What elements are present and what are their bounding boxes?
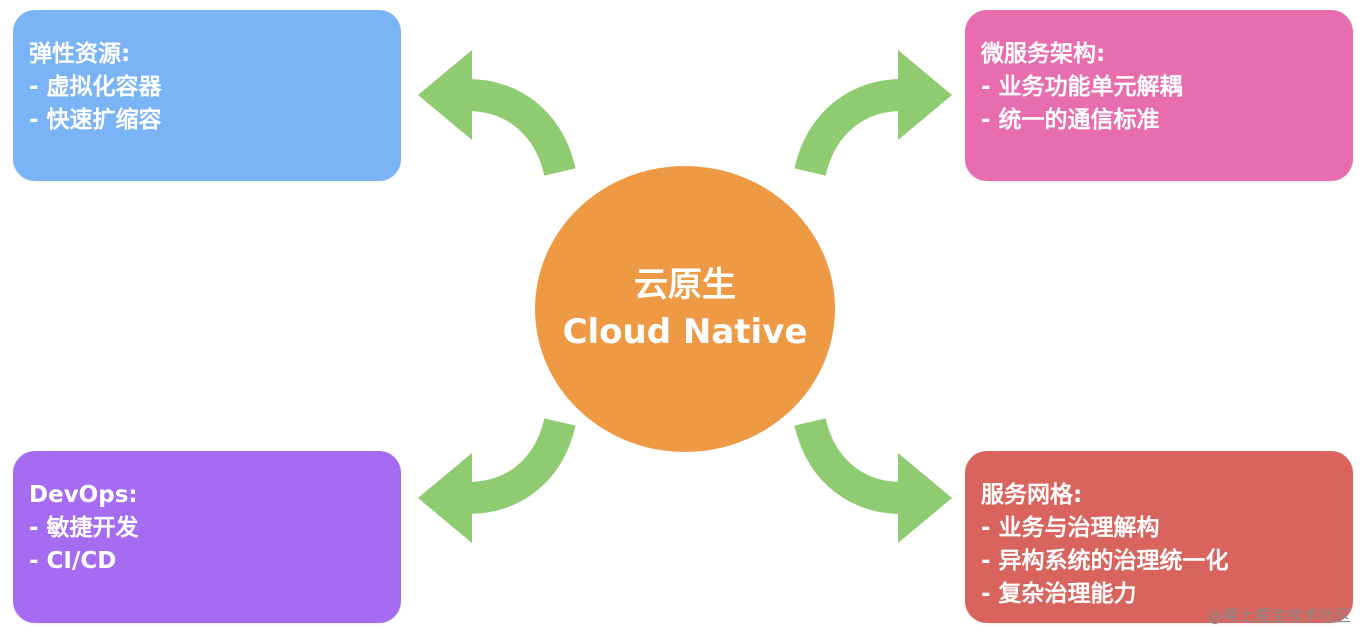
list-item: - 统一的通信标准	[981, 107, 1160, 133]
box-title: 微服务架构:	[981, 41, 1106, 67]
list-item: - 快速扩缩容	[29, 107, 162, 133]
elastic-resources-box: 弹性资源: - 虚拟化容器 - 快速扩缩容	[13, 10, 401, 181]
list-item: - CI/CD	[29, 548, 117, 574]
center-title-en: Cloud Native	[562, 312, 808, 352]
list-item: - 复杂治理能力	[981, 581, 1137, 607]
box-title: DevOps:	[29, 482, 138, 508]
arrow-to-microservices	[794, 50, 952, 177]
devops-box: DevOps: - 敏捷开发 - CI/CD	[13, 451, 401, 623]
list-item: - 业务与治理解构	[981, 515, 1160, 541]
list-item: - 敏捷开发	[29, 515, 139, 541]
microservices-box: 微服务架构: - 业务功能单元解耦 - 统一的通信标准	[965, 10, 1353, 181]
box-title: 弹性资源:	[29, 41, 131, 67]
watermark: @稀土掘金技术社区	[1206, 606, 1351, 625]
list-item: - 虚拟化容器	[29, 74, 162, 100]
list-item: - 业务功能单元解耦	[981, 74, 1183, 100]
service-mesh-box: 服务网格: - 业务与治理解构 - 异构系统的治理统一化 - 复杂治理能力	[965, 451, 1353, 623]
box-title: 服务网格:	[981, 482, 1083, 508]
arrow-to-devops	[418, 417, 576, 543]
cloud-native-circle: 云原生 Cloud Native	[535, 166, 835, 452]
list-item: - 异构系统的治理统一化	[981, 548, 1229, 574]
center-title-zh: 云原生	[634, 265, 736, 305]
arrow-to-service-mesh	[794, 417, 952, 543]
arrow-to-elastic-resources	[418, 50, 576, 177]
